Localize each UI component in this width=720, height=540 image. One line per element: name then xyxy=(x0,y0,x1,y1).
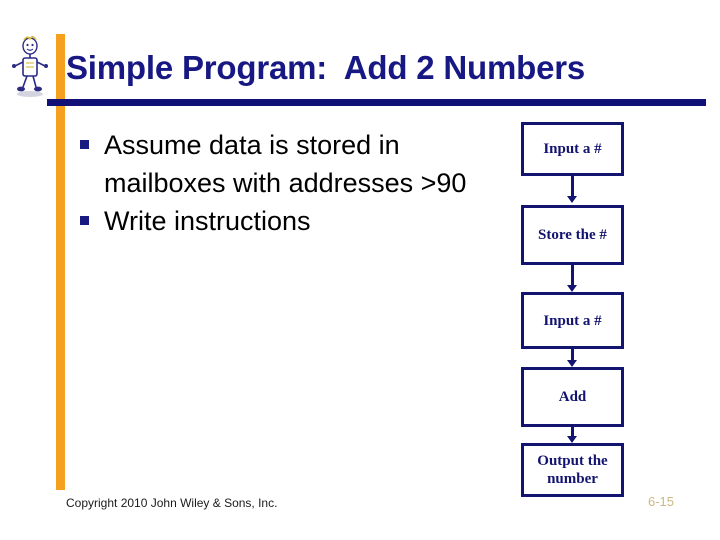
slide-title: Simple Program: Add 2 Numbers xyxy=(66,49,586,86)
down-arrow-icon xyxy=(567,360,577,367)
square-bullet-icon xyxy=(80,140,89,149)
flowchart-box-label: Output the number xyxy=(537,453,608,487)
flowchart-box-label: Input a # xyxy=(543,141,602,157)
stick-figure-robot-icon xyxy=(8,33,54,99)
list-item: Write instructions xyxy=(78,202,478,240)
page-number: 6-15 xyxy=(648,494,675,509)
flowchart-connector-1 xyxy=(571,176,574,198)
list-item-label: Write instructions xyxy=(104,206,311,236)
orange-vertical-accent-bar xyxy=(56,34,65,490)
flowchart-box-label: Store the # xyxy=(538,227,607,243)
flowchart-box-input-a-number-1[interactable]: Input a # xyxy=(521,122,624,176)
down-arrow-icon xyxy=(567,436,577,443)
flowchart-box-label: Input a # xyxy=(543,312,602,329)
flowchart-connector-2 xyxy=(571,265,574,287)
list-item-label: Assume data is stored in mailboxes with … xyxy=(104,130,467,198)
down-arrow-icon xyxy=(567,196,577,203)
flowchart-box-input-a-number-2[interactable]: Input a # xyxy=(521,292,624,349)
navy-horizontal-divider xyxy=(47,99,706,106)
bullet-list: Assume data is stored in mailboxes with … xyxy=(78,126,478,240)
flowchart-box-label: Add xyxy=(558,389,587,405)
flowchart-connector-4 xyxy=(571,427,574,439)
flowchart-connector-3 xyxy=(571,349,574,363)
copyright-text: Copyright 2010 John Wiley & Sons, Inc. xyxy=(66,496,278,510)
flowchart-box-store-the-number[interactable]: Store the # xyxy=(521,205,624,265)
list-item: Assume data is stored in mailboxes with … xyxy=(78,126,478,202)
square-bullet-icon xyxy=(80,216,89,225)
down-arrow-icon xyxy=(567,285,577,292)
flowchart-box-output-the-number[interactable]: Output the number xyxy=(521,443,624,497)
flowchart-box-add[interactable]: Add xyxy=(521,367,624,427)
